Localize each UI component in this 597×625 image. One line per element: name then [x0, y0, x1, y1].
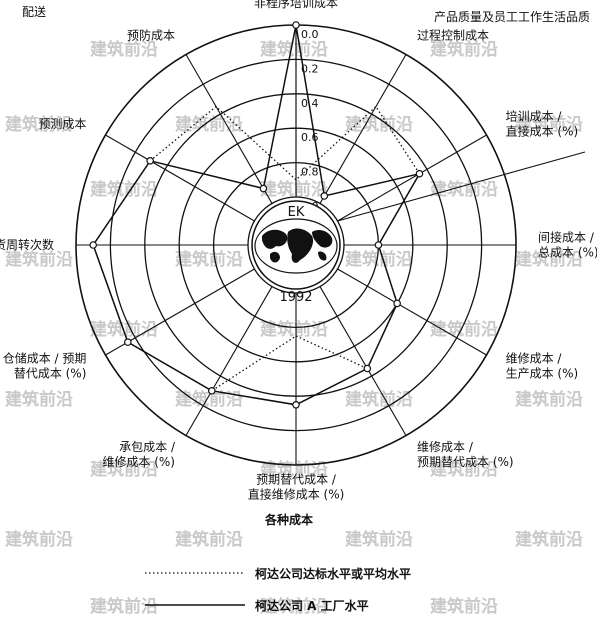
series-point: [374, 241, 383, 249]
axis-label: 维修成本 /预期替代成本 (%): [417, 439, 514, 469]
watermark-text: 建筑前沿: [430, 179, 498, 200]
watermark-layer: 建筑前沿建筑前沿建筑前沿建筑前沿建筑前沿建筑前沿建筑前沿建筑前沿建筑前沿建筑前沿…: [5, 39, 583, 617]
watermark-text: 建筑前沿: [260, 319, 328, 340]
watermark-text: 建筑前沿: [345, 114, 413, 135]
axis-label-line: 维修成本 /: [417, 439, 474, 454]
axis-label-line: 维修成本 (%): [102, 454, 175, 469]
series-point: [259, 184, 268, 193]
radar-spoke: [185, 286, 273, 436]
legend: 各种成本 柯达公司达标水平或平均水平 柯达公司 A 工厂水平: [145, 512, 411, 613]
axis-label: 过程控制成本: [417, 27, 489, 42]
watermark-text: 建筑前沿: [5, 529, 73, 550]
watermark-text: 建筑前沿: [430, 39, 498, 60]
axis-label-line: 非程序培训成本: [254, 0, 338, 10]
radial-tick-label: 0.4: [301, 97, 319, 110]
axis-labels: 培训成本 /直接成本 (%)间接成本 /总成本 (%)维修成本 /生产成本 (%…: [0, 0, 597, 502]
watermark-text: 建筑前沿: [515, 249, 583, 270]
axis-label: 存货周转次数: [0, 237, 54, 252]
axis-label-line: 替代成本 (%): [14, 367, 87, 381]
radar-spoke: [319, 54, 407, 204]
series-point: [415, 169, 424, 178]
watermark-text: 建筑前沿: [90, 596, 158, 617]
series-point: [393, 299, 401, 308]
axis-label-line: 预防成本: [127, 27, 175, 42]
axis-label: 预防成本: [127, 27, 175, 42]
watermark-text: 建筑前沿: [515, 529, 583, 550]
legend-label-dotted: 柯达公司达标水平或平均水平: [255, 566, 411, 581]
radar-spoke: [185, 54, 273, 204]
axis-label: 维修成本 /生产成本 (%): [506, 351, 579, 381]
axis-label-line: 培训成本 /: [506, 109, 563, 124]
watermark-text: 建筑前沿: [345, 249, 413, 270]
watermark-text: 建筑前沿: [345, 529, 413, 550]
radar-spoke: [105, 134, 255, 222]
axis-label-line: 过程控制成本: [417, 27, 489, 42]
watermark-text: 建筑前沿: [5, 389, 73, 410]
radar-spoke: [319, 286, 407, 436]
series-point: [208, 387, 216, 395]
series-point: [320, 192, 329, 200]
axis-label: 培训成本 /直接成本 (%): [506, 109, 579, 139]
series-point: [89, 241, 98, 249]
watermark-text: 建筑前沿: [5, 249, 73, 270]
watermark-text: 建筑前沿: [175, 249, 243, 270]
axis-label: 非程序培训成本: [254, 0, 338, 10]
watermark-text: 建筑前沿: [430, 459, 498, 480]
watermark-text: 建筑前沿: [260, 39, 328, 60]
radial-tick-label: 0.8: [301, 166, 319, 179]
axis-label-line: 总成本 (%): [538, 246, 597, 260]
corner-label-right: 产品质量及员工工作生活品质: [434, 10, 590, 24]
series-point: [292, 21, 300, 29]
axis-label: 预测成本: [38, 117, 86, 131]
axis-label-line: 承包成本 /: [119, 440, 176, 454]
globe-logo: EK 1992: [251, 200, 341, 305]
axis-label: 承包成本 /维修成本 (%): [102, 440, 176, 469]
axis-label: 仓储成本 / 预期替代成本 (%): [3, 351, 87, 381]
pointer-line: [337, 151, 586, 222]
axis-label-line: 预期替代成本 /: [256, 473, 337, 487]
axis-label-line: 直接维修成本 (%): [248, 487, 345, 502]
radar-spoke: [337, 268, 487, 356]
series-point: [292, 400, 300, 409]
corner-label-left: 配送: [22, 4, 46, 19]
axis-label-line: 直接成本 (%): [506, 124, 579, 139]
axis-label-line: 生产成本 (%): [506, 367, 579, 381]
axis-label-line: 存货周转次数: [0, 237, 54, 252]
watermark-text: 建筑前沿: [345, 389, 413, 410]
axis-label-line: 仓储成本 / 预期: [3, 351, 87, 366]
watermark-text: 建筑前沿: [175, 114, 243, 135]
radar-spokes: [76, 25, 586, 465]
legend-label-solid: 柯达公司 A 工厂水平: [255, 598, 369, 613]
watermark-text: 建筑前沿: [90, 459, 158, 480]
axis-label: 预期替代成本 /直接维修成本 (%): [248, 473, 345, 502]
logo-year-text: 1992: [279, 290, 312, 305]
watermark-text: 建筑前沿: [515, 389, 583, 410]
radar-series: [89, 21, 424, 409]
watermark-text: 建筑前沿: [90, 179, 158, 200]
radial-tick-label: 0.2: [301, 62, 319, 75]
logo-ek-text: EK: [288, 205, 305, 220]
axis-label-line: 间接成本 /: [538, 230, 595, 245]
watermark-text: 建筑前沿: [430, 319, 498, 340]
series-point: [124, 338, 132, 346]
watermark-text: 建筑前沿: [175, 529, 243, 550]
axis-label-line: 预测成本: [38, 117, 86, 131]
watermark-text: 建筑前沿: [260, 179, 328, 200]
series-point: [146, 157, 154, 165]
axis-label: 间接成本 /总成本 (%): [538, 230, 597, 260]
watermark-text: 建筑前沿: [260, 596, 328, 617]
watermark-text: 建筑前沿: [90, 39, 158, 60]
axis-label-line: 维修成本 /: [506, 351, 563, 366]
watermark-text: 建筑前沿: [515, 114, 583, 135]
axis-label-line: 预期替代成本 (%): [417, 455, 514, 469]
legend-title: 各种成本: [264, 512, 313, 527]
watermark-text: 建筑前沿: [430, 596, 498, 617]
radial-tick-label: 0.0: [301, 28, 319, 41]
series-point: [363, 364, 372, 373]
radar-spoke: [337, 134, 487, 222]
watermark-text: 建筑前沿: [5, 114, 73, 135]
watermark-text: 建筑前沿: [175, 389, 243, 410]
